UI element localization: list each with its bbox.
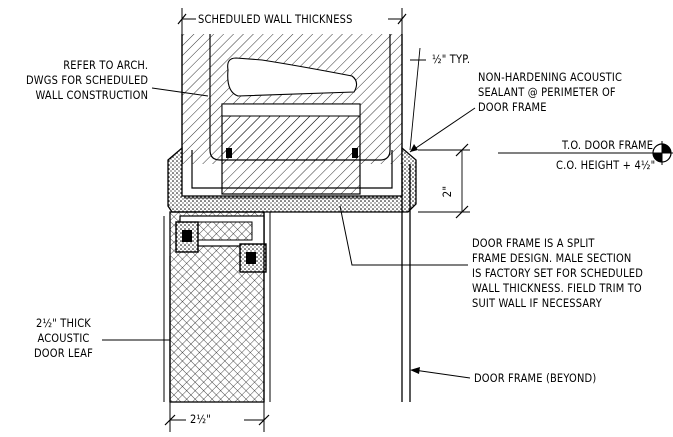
- note-line: DOOR FRAME: [478, 100, 547, 114]
- note-line: WALL THICKNESS. FIELD TRIM TO: [472, 281, 642, 295]
- door-frame-beyond-label: DOOR FRAME (BEYOND): [474, 371, 597, 385]
- note-line: DOOR FRAME IS A SPLIT: [472, 236, 595, 250]
- leaf-thickness-dimension: [164, 402, 270, 432]
- note-line: WALL CONSTRUCTION: [35, 88, 149, 102]
- refer-arch-leader: [151, 87, 209, 97]
- wall-section: [181, 34, 403, 195]
- frame-beyond-leader: [413, 369, 471, 379]
- sealant-note: NON-HARDENING ACOUSTIC SEALANT @ PERIMET…: [478, 70, 622, 115]
- door-leaf-note: 2½" THICK ACOUSTIC DOOR LEAF: [34, 316, 93, 361]
- wall-thickness-dimension: [177, 8, 407, 34]
- note-line: SEALANT @ PERIMETER OF: [478, 85, 616, 99]
- leaf-thickness-label: 2½": [190, 412, 211, 426]
- top-of-door-frame-label: T.O. DOOR FRAME: [562, 138, 654, 152]
- split-frame-leader: [339, 205, 468, 266]
- note-line: SUIT WALL IF NECESSARY: [472, 296, 602, 310]
- note-line: FRAME DESIGN. MALE SECTION: [472, 251, 632, 265]
- typ-leader: [409, 47, 426, 151]
- note-line: NON-HARDENING ACOUSTIC: [478, 70, 623, 84]
- note-line: IS FACTORY SET FOR SCHEDULED: [472, 266, 643, 280]
- two-inch-dimension: [418, 143, 470, 219]
- two-inch-label: 2": [440, 185, 455, 198]
- note-line: 2½" THICK: [36, 316, 91, 330]
- refer-arch-note: REFER TO ARCH. DWGS FOR SCHEDULED WALL C…: [26, 58, 148, 103]
- head-frame: [167, 146, 417, 213]
- note-line: REFER TO ARCH.: [63, 58, 149, 72]
- wall-thickness-label: SCHEDULED WALL THICKNESS: [198, 12, 353, 26]
- typ-half-inch-label: ½" TYP.: [432, 52, 471, 66]
- sealant-leader: [409, 107, 476, 153]
- note-line: DOOR LEAF: [34, 346, 93, 360]
- elevation-target-icon: [650, 141, 673, 165]
- split-frame-note: DOOR FRAME IS A SPLIT FRAME DESIGN. MALE…: [472, 236, 643, 311]
- note-line: DWGS FOR SCHEDULED: [26, 73, 149, 87]
- door-frame-beyond: [401, 164, 411, 402]
- door-leaf-section: [163, 211, 271, 403]
- co-height-label: C.O. HEIGHT + 4½": [556, 158, 656, 172]
- note-line: ACOUSTIC: [37, 331, 90, 345]
